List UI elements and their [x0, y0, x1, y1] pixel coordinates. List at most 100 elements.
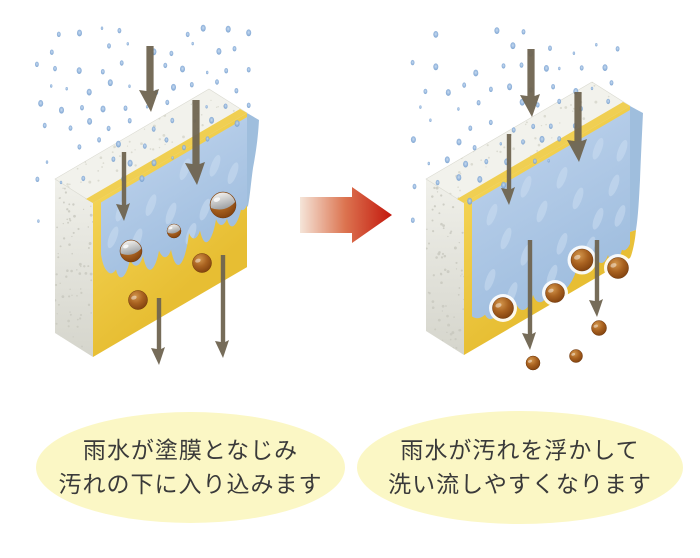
speckle-dot: [97, 179, 100, 182]
dirt-particle: [542, 280, 568, 306]
water-cap: [120, 240, 142, 255]
speckle-dot: [155, 109, 158, 112]
rain-drop-icon: [215, 79, 219, 85]
rain-drop-icon: [185, 31, 190, 38]
rain-drop-icon: [127, 159, 133, 167]
speckle-dot: [177, 93, 180, 96]
speckle-dot: [81, 345, 83, 348]
rain-drop-icon: [246, 29, 252, 37]
rain-drop-icon: [189, 82, 194, 88]
speckle-dot: [62, 201, 65, 204]
speckle-dot: [73, 214, 76, 218]
rain-drop-icon: [171, 83, 176, 91]
water-cap: [210, 192, 236, 210]
speckle-dot: [76, 269, 78, 271]
rain-drop-icon: [38, 100, 44, 107]
speckle-dot: [437, 318, 441, 322]
speckle-dot: [76, 167, 79, 170]
speckle-dot: [78, 317, 82, 320]
speckle-dot: [500, 129, 503, 133]
speckle-dot: [512, 147, 516, 151]
speckle-dot: [501, 111, 504, 114]
dirt-sphere: [570, 248, 594, 272]
rain-drop-icon: [602, 64, 608, 71]
speckle-dot: [451, 205, 455, 209]
speckle-dot: [92, 221, 93, 223]
rain-drop-icon: [590, 86, 594, 91]
rain-drop-icon: [77, 29, 82, 37]
speckle-dot: [564, 106, 568, 109]
dirt-sphere: [607, 257, 629, 279]
rainfall-after: [410, 27, 620, 223]
rain-drop-icon: [87, 118, 93, 125]
rain-drop-icon: [488, 119, 493, 126]
rain-drop-icon: [476, 100, 481, 106]
speckle-dot: [502, 92, 505, 95]
speckle-dot: [440, 256, 444, 259]
speckle-dot: [498, 110, 501, 112]
speckle-dot: [70, 269, 73, 273]
wall-before: [54, 88, 259, 357]
speckle-dot: [67, 325, 70, 328]
speckle-dot: [431, 219, 434, 222]
rain-drop-icon: [107, 79, 113, 87]
speckle-dot: [622, 91, 625, 94]
speckle-dot: [66, 269, 69, 272]
speckle-dot: [162, 133, 166, 137]
water-highlight: [500, 227, 512, 250]
speckle-dot: [73, 109, 75, 112]
dirt-particles-before: [119, 191, 237, 310]
speckle-dot: [572, 84, 575, 88]
rain-drop-icon: [467, 197, 473, 205]
speckle-dot: [441, 304, 445, 308]
speckle-dot: [55, 93, 57, 95]
flow-arrow-icon: [139, 46, 159, 112]
speckle-dot: [62, 187, 64, 189]
speckle-dot: [460, 127, 464, 131]
caption-after: 雨水が汚れを浮かして 洗い流しやすくなります: [357, 411, 683, 524]
rain-drop-icon: [246, 67, 251, 73]
speckle-dot: [128, 140, 131, 143]
wall-side-face: [426, 179, 464, 355]
speckle-dot: [467, 136, 470, 139]
rain-drop-icon: [170, 117, 175, 124]
speckle-dot: [452, 159, 455, 162]
speckle-dot: [457, 186, 459, 189]
rain-drop-icon: [169, 50, 174, 57]
rain-drop-icon: [429, 118, 432, 122]
rain-drop-icon: [510, 42, 516, 50]
speckle-dot: [62, 222, 64, 225]
water-highlight: [614, 205, 626, 227]
caption-after-line1: 雨水が汚れを浮かして: [400, 437, 640, 464]
side-face-texture: [55, 179, 93, 353]
dirt-particle: [166, 223, 182, 239]
rain-drop-icon: [572, 51, 576, 55]
caption-before: 雨水が塗膜となじみ 汚れの下に入り込みます: [36, 412, 345, 523]
speckle-dot: [58, 197, 61, 199]
speckle-dot: [236, 94, 239, 97]
rain-drop-icon: [139, 175, 145, 183]
water-highlight: [484, 269, 496, 291]
dirt-particle: [525, 355, 541, 371]
speckle-dot: [79, 288, 82, 290]
sphere-shine: [527, 359, 533, 363]
rain-drop-icon: [457, 107, 460, 111]
caption-after-line2: 洗い流しやすくなります: [388, 470, 652, 497]
rain-drop-icon: [225, 25, 231, 33]
speckle-dot: [450, 230, 453, 233]
speckle-dot: [480, 100, 483, 103]
sphere-shine: [610, 263, 617, 268]
speckle-dot: [446, 270, 450, 274]
speckle-dot: [59, 282, 61, 284]
speckle-dot: [447, 235, 449, 238]
rain-drop-icon: [205, 136, 210, 142]
rain-drop-icon: [81, 175, 86, 182]
speckle-dot: [67, 221, 70, 224]
speckle-dot: [71, 151, 74, 154]
speckle-dot: [60, 135, 63, 138]
speckle-dot: [543, 114, 547, 118]
speckle-dot: [489, 136, 493, 139]
speckle-dot: [525, 121, 528, 124]
rain-drop-icon: [234, 120, 240, 127]
rain-drop-icon: [489, 86, 493, 93]
